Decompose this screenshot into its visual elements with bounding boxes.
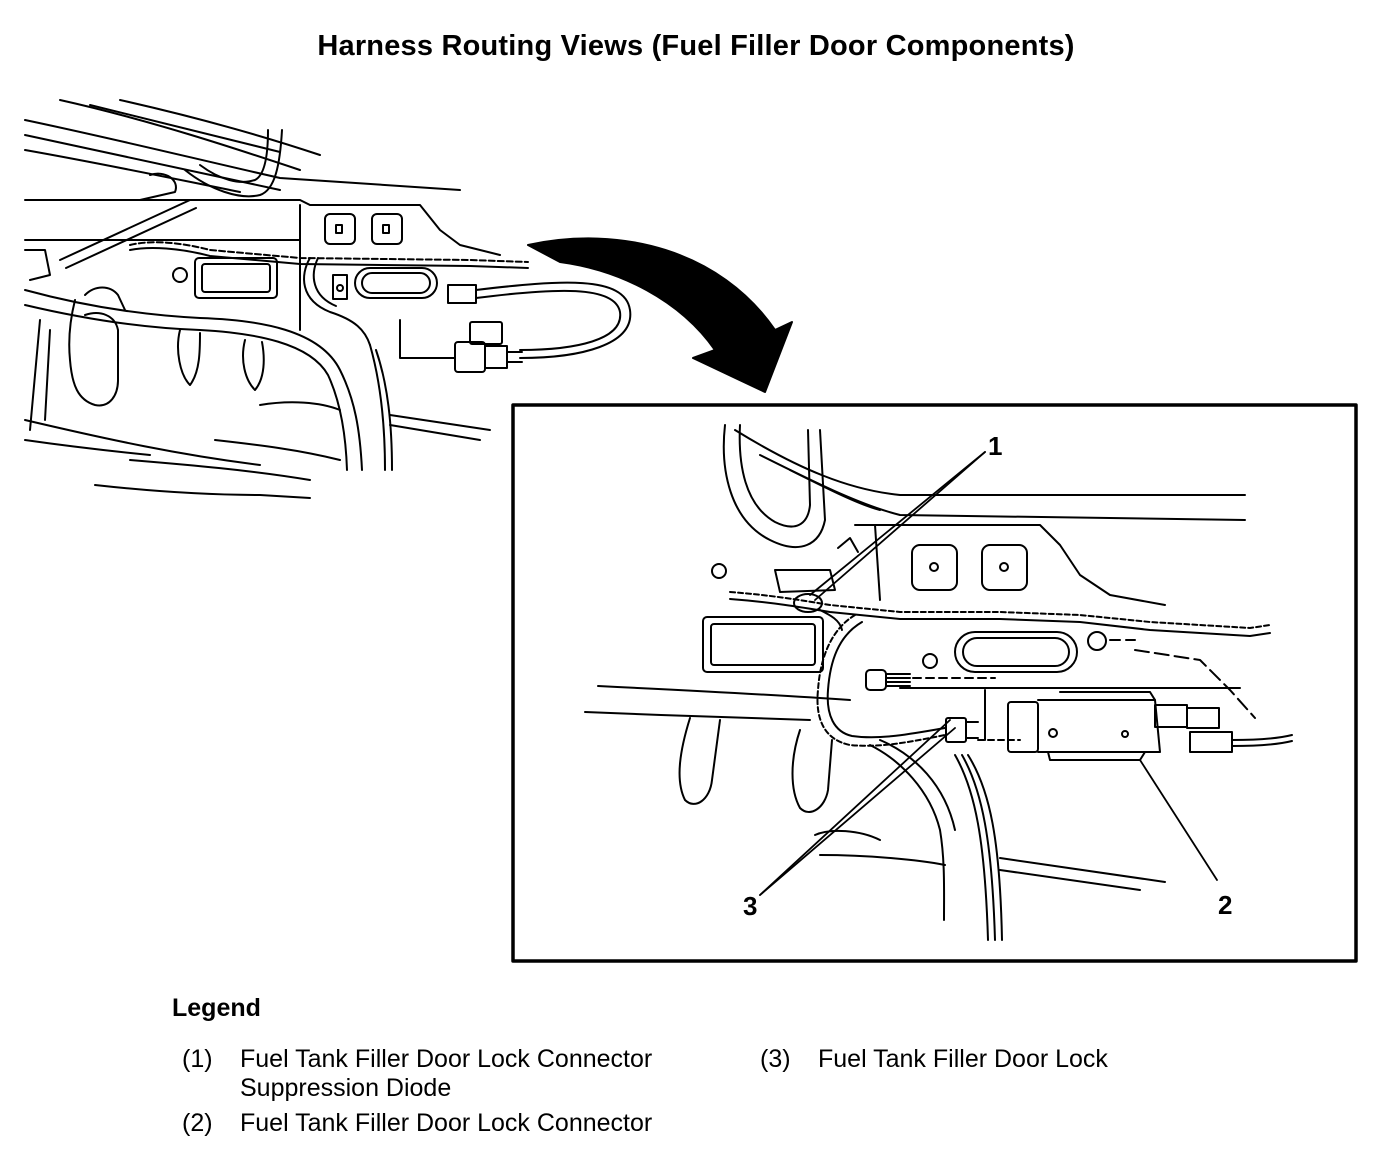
overview-view bbox=[24, 99, 632, 499]
legend-item-2: (2) Fuel Tank Filler Door Lock Connector bbox=[182, 1108, 742, 1140]
legend-item-number: (2) bbox=[182, 1109, 213, 1137]
detail-frame bbox=[511, 403, 1358, 963]
legend-heading: Legend bbox=[172, 994, 261, 1022]
legend-item-number: (3) bbox=[760, 1045, 791, 1073]
zoom-arrow bbox=[527, 237, 793, 393]
leader-lines bbox=[759, 451, 1218, 896]
legend-item-label-continued: Suppression Diode bbox=[240, 1074, 452, 1102]
legend-item-1: (1) Fuel Tank Filler Door Lock Connector… bbox=[182, 1044, 742, 1106]
legend-item-3: (3) Fuel Tank Filler Door Lock bbox=[760, 1044, 1180, 1076]
legend-item-label: Fuel Tank Filler Door Lock Connector bbox=[240, 1109, 653, 1137]
detail-view bbox=[511, 403, 1358, 963]
diagram-title: Harness Routing Views (Fuel Filler Door … bbox=[317, 30, 1075, 62]
callout-1: 1 bbox=[988, 431, 1002, 461]
legend-item-label: Fuel Tank Filler Door Lock Connector bbox=[240, 1045, 653, 1073]
legend-item-label: Fuel Tank Filler Door Lock bbox=[818, 1045, 1108, 1073]
callout-3: 3 bbox=[743, 891, 757, 921]
callout-2: 2 bbox=[1218, 890, 1232, 920]
legend-item-number: (1) bbox=[182, 1045, 213, 1073]
